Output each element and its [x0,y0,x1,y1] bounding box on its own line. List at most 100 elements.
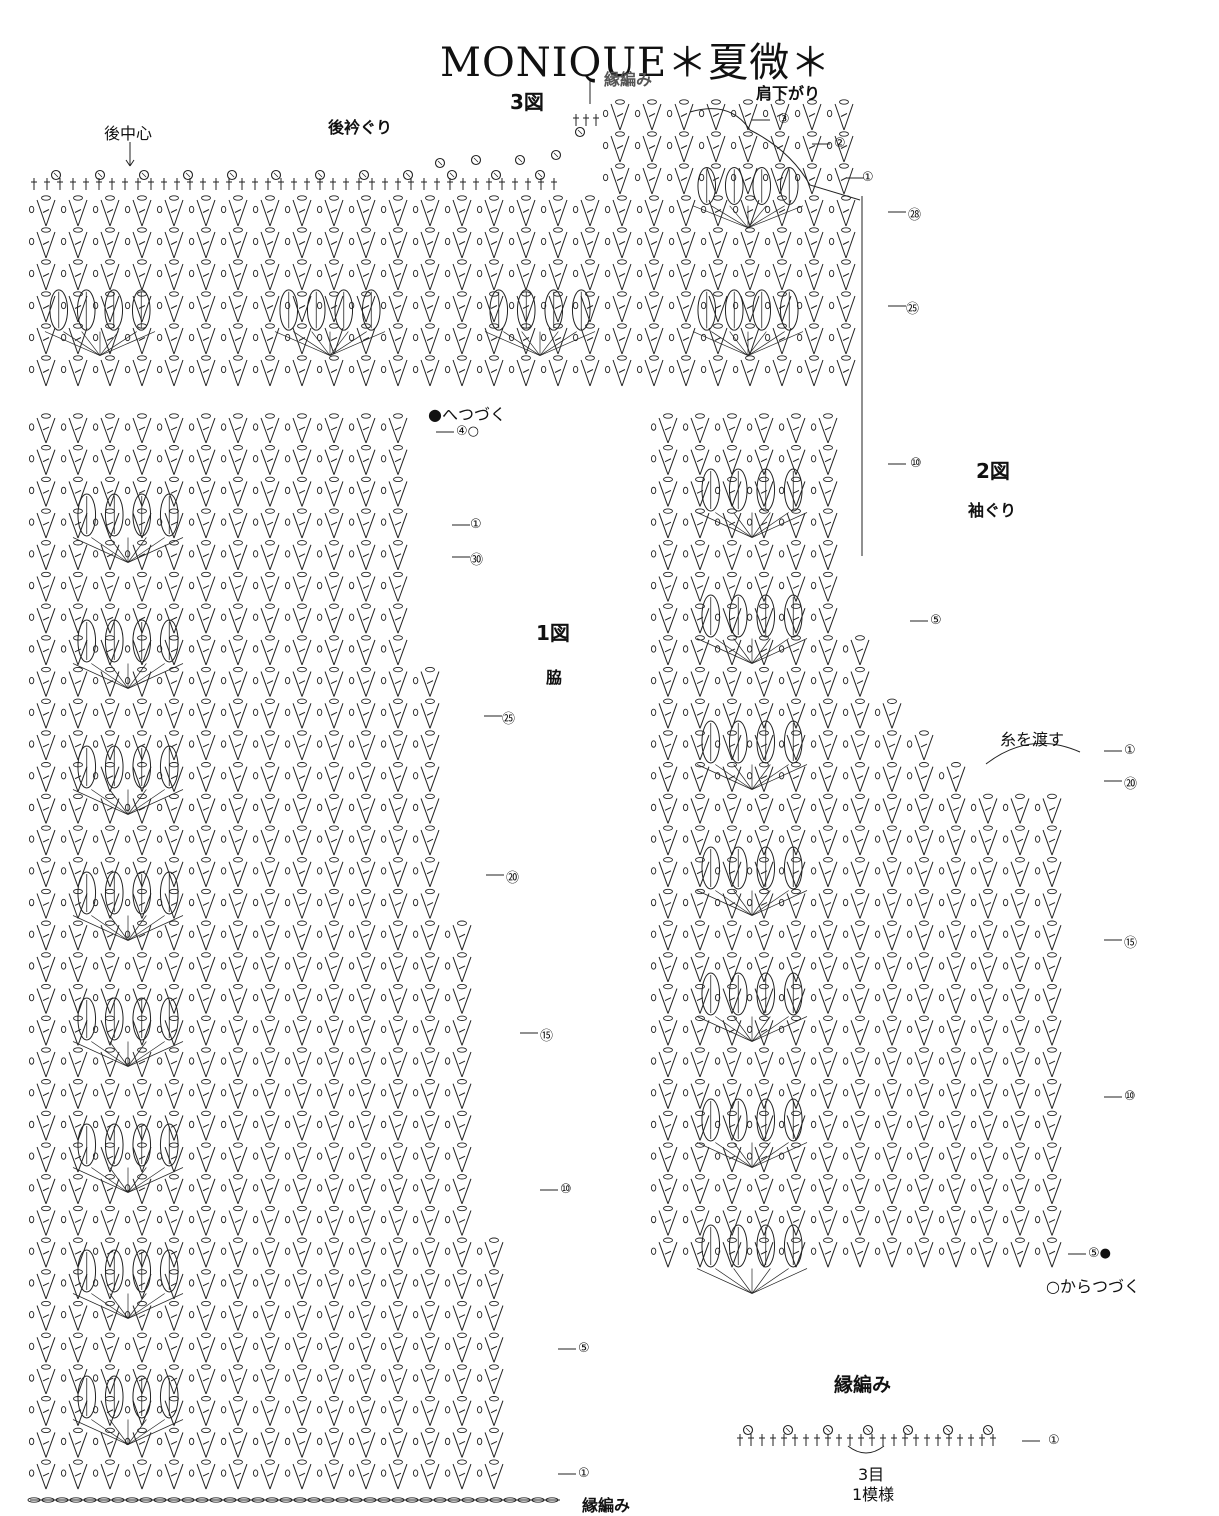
chart-stroke [101,1211,110,1236]
chain-stitch [61,424,65,430]
chain-stitch [106,196,115,200]
chart-stroke [267,338,273,341]
chain-stitch [651,487,655,493]
chart-stroke [229,1211,238,1236]
chart-stroke [843,370,849,373]
chart-stroke [334,1274,343,1299]
chain-stitch [651,677,655,683]
chart-stroke [915,798,924,823]
chart-stroke [293,925,302,950]
chain-stitch [747,456,751,462]
chart-stroke [293,989,302,1014]
chart-stroke [37,894,46,919]
chart-stroke [78,1401,87,1426]
chart-stroke [293,1337,302,1362]
chain-stitch [682,260,691,264]
chain-stitch [682,228,691,232]
chart-stroke [659,767,668,792]
chart-stroke [773,200,782,226]
chart-stroke [924,957,933,982]
chart-stroke [101,450,110,475]
chart-stroke [691,481,700,506]
chart-stroke [101,1337,110,1362]
chart-stroke [683,306,689,309]
chart-stroke [107,649,113,652]
chart-stroke [427,1346,433,1349]
chain-stitch [125,1248,129,1254]
chart-stroke [843,338,849,341]
chart-stroke [293,830,302,855]
chain-stitch [42,1048,51,1052]
chain-stitch [856,1238,865,1242]
chart-stroke [430,1337,439,1362]
chart-stroke [75,554,81,557]
chain-stitch [317,1470,321,1476]
chart-stroke [235,338,241,341]
chart-stroke [819,577,828,602]
chart-stroke [665,490,671,493]
chart-stroke [723,957,732,982]
chain-stitch [635,110,639,116]
chart-stroke [761,1188,767,1191]
chart-stroke [395,934,401,937]
chain-stitch [664,636,673,640]
chart-stroke [793,776,799,779]
chain-stitch [715,836,719,842]
chain-stitch [1003,1090,1007,1096]
chain-stitch [285,1311,289,1317]
chart-stroke [363,1378,369,1381]
chain-stitch [202,763,211,767]
chain-stitch [843,1153,847,1159]
chain-stitch [856,794,865,798]
chart-stroke [398,703,407,728]
chart-stroke [107,1029,113,1032]
chart-stroke [206,735,215,760]
chart-stroke [732,608,741,633]
chart-stroke [1011,1147,1020,1172]
chart-stroke [691,577,700,602]
chart-stroke [197,1337,206,1362]
chain-stitch [811,931,815,937]
chain-stitch [445,302,449,308]
chart-stroke [430,989,439,1014]
chain-stitch [189,836,193,842]
chart-stroke [229,1052,238,1077]
chain-stitch [234,228,243,232]
chart-stroke [611,136,620,162]
chart-stroke [668,798,677,823]
chart-stroke [69,1464,78,1489]
chart-stroke [46,862,55,887]
chart-stroke [947,957,956,982]
chain-stitch [824,604,833,608]
chart-stroke [892,957,901,982]
chain-stitch [426,228,435,232]
chain-stitch [266,667,275,671]
chain-stitch [125,677,129,683]
chart-stroke [1043,1052,1052,1077]
chart-stroke [235,649,241,652]
chart-stroke [389,1401,398,1426]
chart-stroke [462,200,471,226]
chain-stitch [157,1248,161,1254]
chart-stroke [46,360,55,386]
chart-stroke [700,1179,709,1204]
chart-stroke [462,360,471,386]
chart-stroke [171,338,177,341]
chain-stitch [779,614,783,620]
chart-stroke [133,1401,142,1426]
chain-stitch [856,1175,865,1179]
chain-stitch [651,1248,655,1254]
chart-stroke [453,1147,462,1172]
chain-stitch [554,228,563,232]
chart-stroke [924,735,933,760]
chart-stroke [851,798,860,823]
chain-stitch [747,646,751,652]
chain-stitch [253,677,257,683]
chart-stroke [1043,957,1052,982]
chain-stitch [458,356,467,360]
chart-stroke [555,306,561,309]
chain-stitch [362,1111,371,1115]
chart-stroke [334,925,343,950]
chart-stroke [110,798,119,823]
chart-stroke [675,136,684,162]
